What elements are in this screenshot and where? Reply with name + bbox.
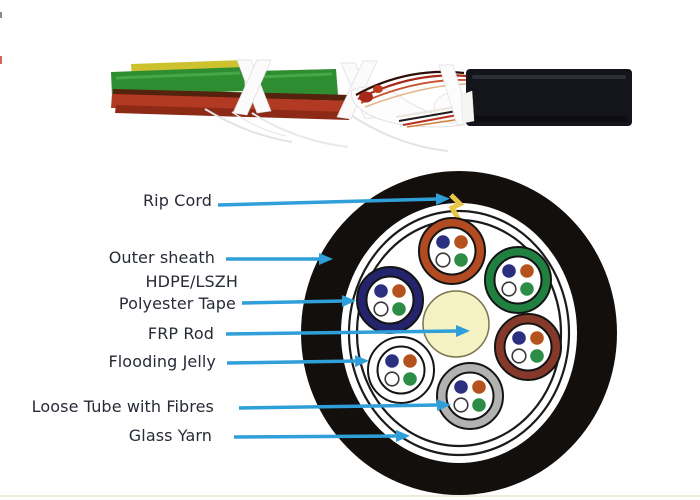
label-loose-tube: Loose Tube with Fibres bbox=[31, 397, 214, 416]
arrow-flooding-jelly bbox=[226, 355, 369, 368]
rip-cord-mark bbox=[448, 193, 465, 222]
label-polyester-tape: Polyester Tape bbox=[118, 294, 236, 313]
bottom-edge-line bbox=[0, 495, 700, 497]
fiber-dot bbox=[501, 281, 517, 297]
label-outer-sheath: Outer sheath bbox=[108, 248, 215, 267]
loose-tube-brown bbox=[494, 313, 562, 381]
loose-tube-gray bbox=[436, 362, 504, 430]
fiber-dot bbox=[472, 380, 486, 394]
binder-wrap-1b bbox=[232, 59, 272, 116]
fiber-dot bbox=[454, 380, 468, 394]
edge-artifact bbox=[0, 12, 2, 18]
fiber-dot bbox=[436, 235, 450, 249]
dark-tube-edge bbox=[113, 89, 352, 101]
callout-arrows bbox=[217, 193, 470, 443]
arrow-frp-rod bbox=[225, 325, 470, 338]
arrow-rip-cord bbox=[217, 193, 450, 207]
stripped-cable-photo bbox=[111, 59, 632, 152]
label-glass-yarn: Glass Yarn bbox=[128, 426, 212, 445]
fiber-dot bbox=[403, 372, 417, 386]
aramid-yarn bbox=[350, 86, 465, 128]
label-frp-rod: FRP Rod bbox=[147, 324, 214, 343]
fiber-dot bbox=[520, 264, 534, 278]
arrow-polyester-tape bbox=[241, 295, 356, 308]
fiber-dot bbox=[511, 348, 527, 364]
frp-rod bbox=[422, 290, 490, 358]
fiber-dot bbox=[392, 302, 406, 316]
fiber-dot bbox=[454, 235, 468, 249]
green-tube-highlight bbox=[115, 71, 241, 80]
fiber-dot bbox=[373, 301, 389, 317]
fiber-dot bbox=[520, 282, 534, 296]
fiber-dot bbox=[435, 252, 451, 268]
jacket-highlight bbox=[472, 75, 626, 79]
fiber-dot bbox=[403, 354, 417, 368]
fiber-dot bbox=[374, 284, 388, 298]
label-rip-cord: Rip Cord bbox=[142, 191, 212, 210]
fiber-dot bbox=[502, 264, 516, 278]
label-hdpe-lszh: HDPE/LSZH bbox=[145, 272, 238, 291]
fiber-dot bbox=[530, 331, 544, 345]
binder-thread bbox=[351, 115, 449, 152]
fiber-dot bbox=[392, 284, 406, 298]
fiber-dot bbox=[385, 354, 399, 368]
fiber-dot bbox=[384, 371, 400, 387]
cable-jacket bbox=[466, 69, 632, 126]
label-flooding-jelly: Flooding Jelly bbox=[108, 352, 216, 371]
arrow-loose-tube bbox=[238, 399, 451, 412]
loose-tube-white bbox=[367, 336, 435, 404]
fiber-dot bbox=[472, 398, 486, 412]
fiber-dot bbox=[530, 349, 544, 363]
binder-thread bbox=[251, 112, 349, 148]
edge-artifact bbox=[0, 56, 2, 64]
fiber-dot bbox=[512, 331, 526, 345]
binder-thread bbox=[231, 111, 287, 137]
binder-thread bbox=[204, 108, 293, 143]
green-tube-highlight-2 bbox=[257, 72, 333, 79]
fiber-dot bbox=[453, 397, 469, 413]
yarn-over-jacket bbox=[460, 90, 475, 124]
arrow-glass-yarn bbox=[233, 430, 410, 443]
fiber-dot bbox=[454, 253, 468, 267]
jacket-shadow bbox=[470, 116, 628, 122]
red-tube-end bbox=[359, 91, 373, 103]
loose-tubes bbox=[356, 217, 562, 430]
loose-tube-orange bbox=[418, 217, 486, 285]
loose-tube-green bbox=[484, 246, 552, 314]
red-tube-end bbox=[373, 85, 383, 93]
loose-tube-blue bbox=[356, 266, 424, 334]
